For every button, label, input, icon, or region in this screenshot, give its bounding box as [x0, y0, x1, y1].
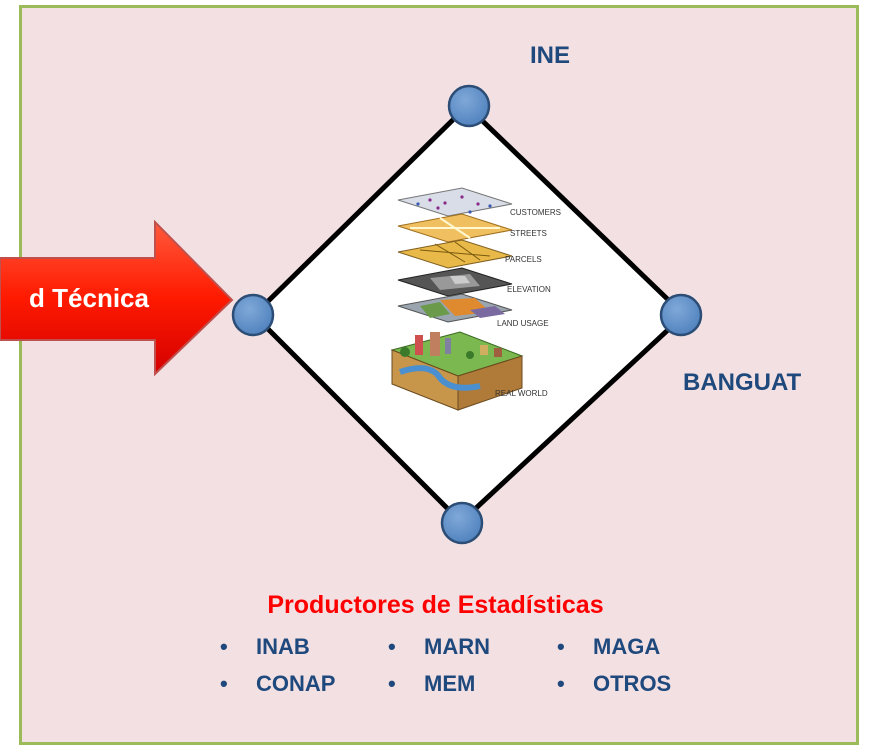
producer-item: •MAGA: [557, 634, 661, 659]
arrow-label: d Técnica: [29, 283, 149, 313]
node-label-top: INE: [530, 42, 571, 69]
node-bottom: [440, 501, 484, 545]
layer-label-real-world: REAL WORLD: [495, 389, 548, 398]
node-right: [659, 293, 703, 337]
layer-label-customers: CUSTOMERS: [510, 208, 561, 217]
producer-item: •OTROS: [557, 671, 672, 696]
layer-label-land-usage: LAND USAGE: [497, 319, 549, 328]
node-label-right: BANGUAT: [683, 369, 802, 396]
producer-item: •MEM: [388, 671, 476, 696]
arrow-shape: [0, 219, 234, 377]
producers-title: Productores de Estadísticas: [267, 591, 604, 619]
producer-item: •INAB: [220, 634, 310, 659]
map-layers-illustration: CUSTOMERS STREETS PARCELS ELEVATION LAND…: [390, 187, 561, 411]
producer-item: •MARN: [388, 634, 490, 659]
node-top: [447, 84, 491, 128]
layer-label-elevation: ELEVATION: [507, 285, 551, 294]
layer-label-streets: STREETS: [510, 229, 547, 238]
producer-item: •CONAP: [220, 671, 336, 696]
layer-label-parcels: PARCELS: [505, 255, 542, 264]
node-left: [231, 293, 275, 337]
